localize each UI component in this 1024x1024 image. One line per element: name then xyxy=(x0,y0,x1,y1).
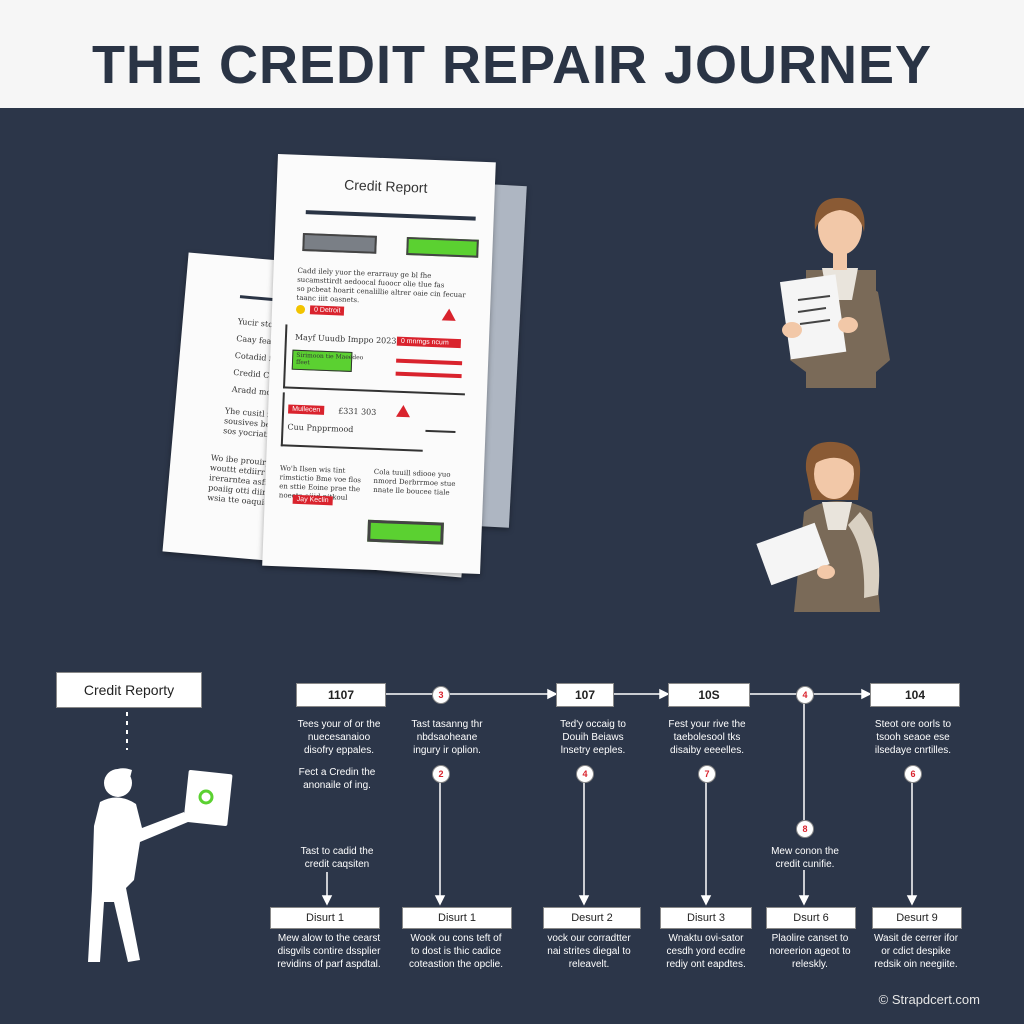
step-text-2: Tast tasanng thr nbdsaoheane ingury ir o… xyxy=(411,719,483,756)
dispute-text-6: Wasit de cerrer ifor or cdict despike re… xyxy=(873,933,959,970)
left-text-top: Fect a Credin the anonaile of ing. xyxy=(298,767,376,791)
person-tablet-icon xyxy=(756,441,880,612)
dispute-text-3: vock our corradtter nai strites diegal t… xyxy=(547,933,631,970)
dispute-box-3: Desurt 2 xyxy=(543,907,641,929)
step-text-3: Ted'y occaig to Douih Beiaws lnsetry eep… xyxy=(560,719,626,756)
dispute-box-2: Disurt 1 xyxy=(402,907,512,929)
dispute-box-4: Disurt 3 xyxy=(660,907,752,929)
step-number-top-2: 4 xyxy=(796,686,814,704)
dispute-text-1: Mew alow to the cearst disgvils contire … xyxy=(277,933,381,970)
dispute-text-4: Wnaktu ovi-sator cesdh yord ecdire rediy… xyxy=(666,933,746,970)
dispute-text-5: Plaolire canset to noreerion ageot to re… xyxy=(769,933,851,970)
dispute-box-5: Dsurt 6 xyxy=(766,907,856,929)
step-number-6: 6 xyxy=(904,765,922,783)
footer-credit: © Strapdcert.com xyxy=(878,992,980,1007)
step-text-4: Fest your rive the taebolesool tks disai… xyxy=(668,719,746,756)
step-number-2: 2 xyxy=(432,765,450,783)
person-holding-report-icon xyxy=(88,768,233,962)
dispute-text-2: Wook ou cons teft of to dost is thic cad… xyxy=(409,933,503,970)
step-number-top-1: 3 xyxy=(432,686,450,704)
dispute-box-6: Desurt 9 xyxy=(872,907,962,929)
header-banner: THE CREDIT REPAIR JOURNEY xyxy=(0,0,1024,108)
step-text-6: Steot ore oorls to tsooh seaoe ese ilsed… xyxy=(874,719,952,756)
page-title: THE CREDIT REPAIR JOURNEY xyxy=(91,35,933,95)
step-number-4: 4 xyxy=(576,765,594,783)
vertical-arrows xyxy=(321,702,918,906)
dispute-box-1: Disurt 1 xyxy=(270,907,380,929)
right-text: Mew conon the credit cunifie. xyxy=(771,846,839,870)
step-number-7: 7 xyxy=(698,765,716,783)
step-box-1: 1107 xyxy=(296,683,386,707)
green-check-icon xyxy=(198,789,214,805)
person-reading-icon xyxy=(779,197,890,388)
step-box-3: 107 xyxy=(556,683,614,707)
credit-report-start-label: Credit Reporty xyxy=(56,672,202,708)
step-box-6: 104 xyxy=(870,683,960,707)
left-text-bottom: Tast to cadid the credit caqsiten xyxy=(300,846,374,870)
step-text-1: Tees your of or the nuecesanaioo disofry… xyxy=(297,719,381,756)
step-box-4: 10S xyxy=(668,683,750,707)
step-number-8: 8 xyxy=(796,820,814,838)
